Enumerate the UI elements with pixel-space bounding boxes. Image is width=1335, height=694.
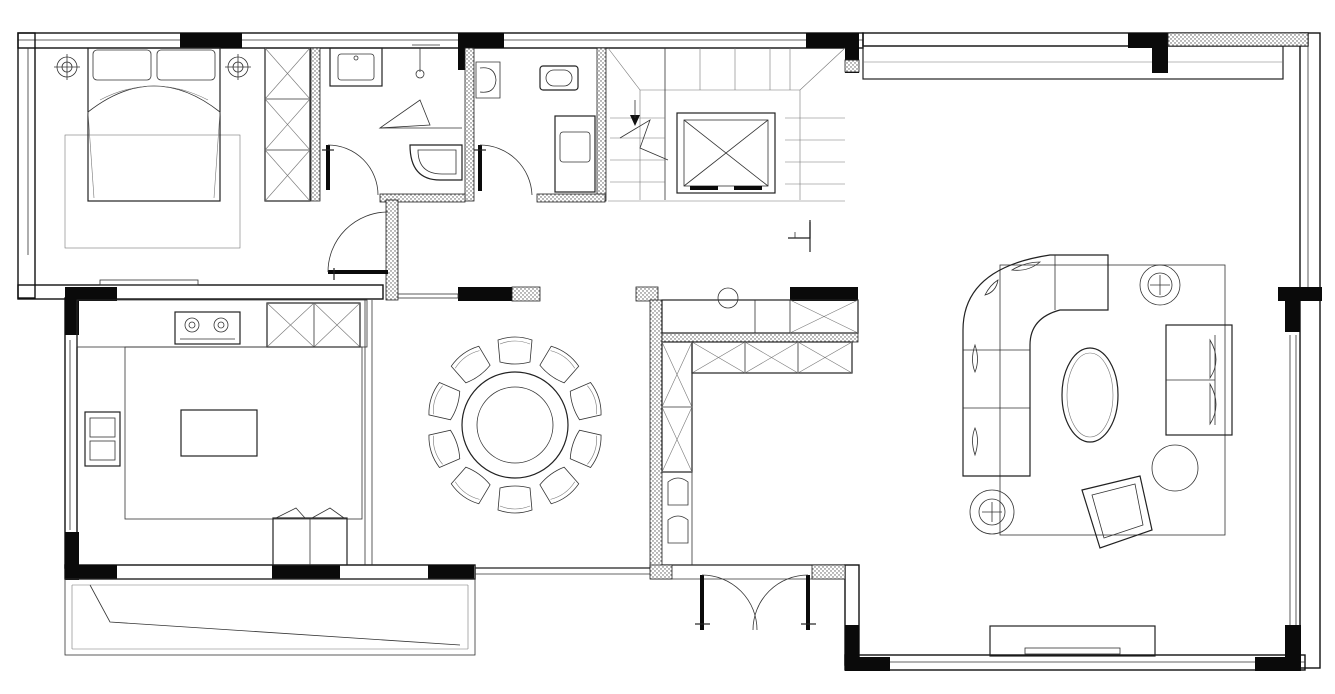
basin (329, 47, 383, 87)
section-mark (788, 220, 811, 239)
entrance (695, 574, 816, 631)
cabinets (266, 302, 361, 348)
stair-hall (607, 47, 846, 252)
island (180, 409, 258, 457)
gas-hob (174, 311, 241, 345)
sectional-sofa (962, 254, 1109, 477)
pillow (92, 49, 152, 81)
door (478, 145, 482, 191)
basin (554, 115, 596, 193)
wardrobe (264, 47, 311, 202)
elevator (676, 112, 776, 194)
structural-columns (65, 33, 1322, 671)
chair (428, 382, 461, 421)
bedroom (54, 47, 389, 286)
pantry (661, 287, 859, 565)
chair (539, 466, 580, 505)
chairs (428, 336, 602, 514)
cabinets (661, 299, 859, 334)
lamp-icon (1139, 264, 1181, 306)
chair (428, 429, 461, 468)
dining (397, 293, 602, 514)
chair (539, 345, 580, 384)
armchair (1081, 475, 1153, 549)
partition-walls (310, 32, 1309, 580)
lamp-icon (54, 54, 80, 80)
rug (999, 264, 1226, 536)
pillow (156, 49, 216, 81)
balcony (64, 578, 476, 656)
bedroom-rug (64, 134, 241, 249)
door (806, 575, 810, 630)
door (328, 270, 388, 274)
chair (569, 382, 602, 421)
coffee-table (1061, 347, 1119, 443)
chair (497, 485, 533, 514)
tv-cabinet (989, 625, 1156, 657)
lamp-icon (969, 489, 1015, 535)
arrow-icon (630, 115, 640, 126)
chair (569, 429, 602, 468)
toilet (539, 65, 579, 91)
living-room (962, 254, 1297, 657)
lamp-icon (225, 54, 251, 80)
chair (450, 466, 491, 505)
kitchen (76, 299, 373, 566)
bathroom-2 (474, 61, 596, 196)
sink (84, 411, 121, 467)
chair (450, 345, 491, 384)
door (326, 145, 330, 190)
double-bed (87, 47, 221, 202)
side-table (1151, 444, 1199, 492)
wash-basin (717, 287, 739, 309)
exterior-walls (17, 32, 1321, 671)
round-table (461, 371, 569, 479)
bathroom-1 (322, 44, 463, 196)
bathtub (409, 144, 463, 181)
door (700, 575, 704, 630)
chair (497, 336, 533, 365)
